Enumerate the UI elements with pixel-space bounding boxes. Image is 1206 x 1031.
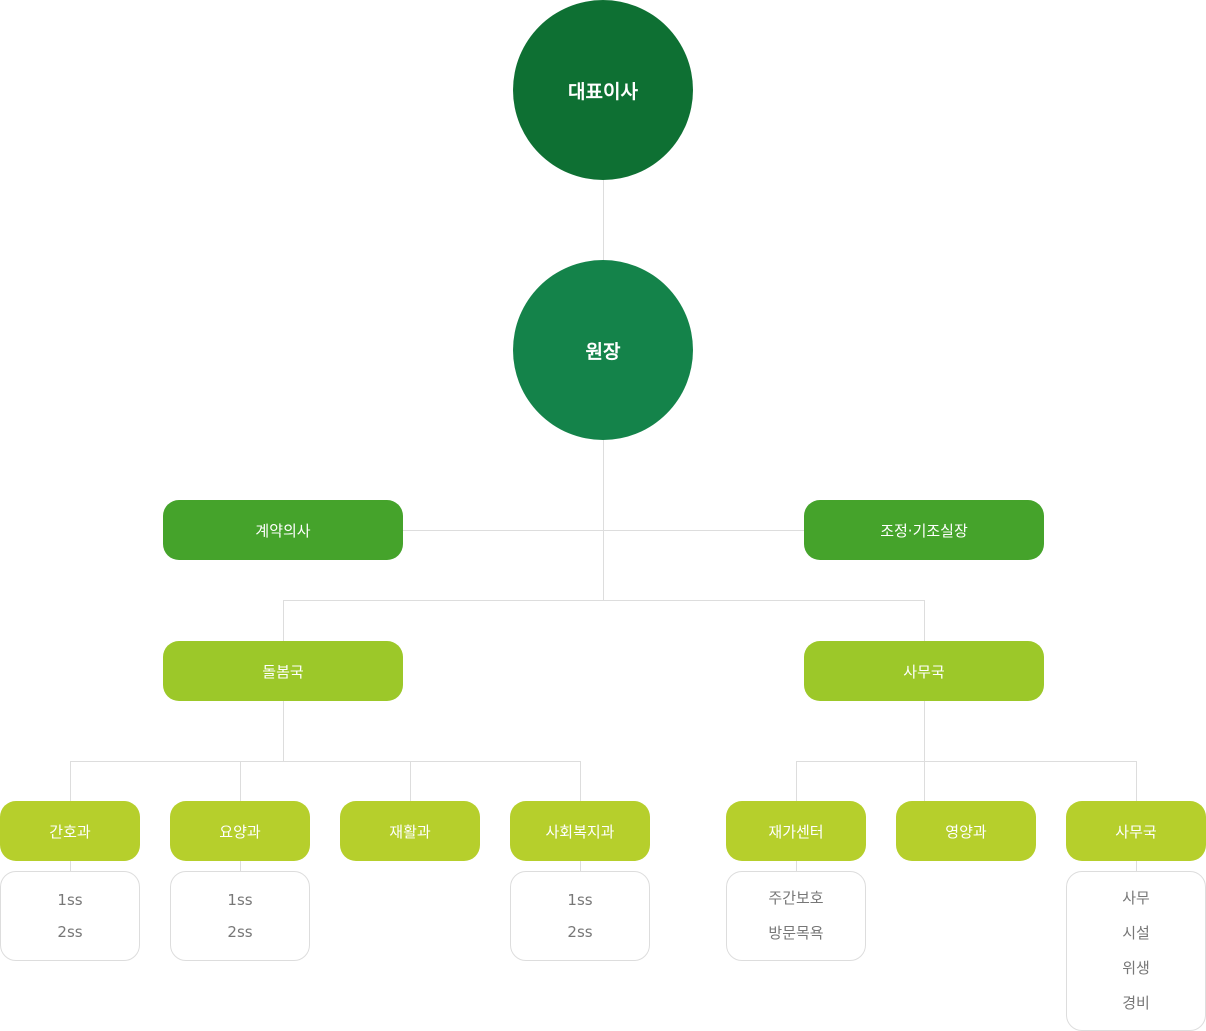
team-label: 간호과 (49, 822, 91, 841)
team-node-nursing: 간호과 (0, 801, 140, 861)
team-label: 영양과 (945, 822, 987, 841)
sub-unit-box-caregiving: 1ss 2ss (170, 871, 310, 961)
connector-line (580, 761, 581, 801)
team-label: 재활과 (389, 822, 431, 841)
contract-doctor-label: 계약의사 (255, 521, 311, 540)
sub-unit-item: 방문목욕 (768, 924, 824, 942)
coordinator-label: 조정·기조실장 (880, 521, 968, 540)
connector-line (403, 530, 804, 531)
contract-doctor-node: 계약의사 (163, 500, 403, 560)
connector-line (796, 761, 1137, 762)
team-label: 사회복지과 (545, 822, 615, 841)
team-node-social-welfare: 사회복지과 (510, 801, 650, 861)
sub-unit-box-nursing: 1ss 2ss (0, 871, 140, 961)
connector-line (796, 861, 797, 872)
admin-department-node: 사무국 (804, 641, 1044, 701)
team-node-caregiving: 요양과 (170, 801, 310, 861)
director-node: 원장 (513, 260, 693, 440)
connector-line (603, 440, 604, 600)
sub-unit-box-social-welfare: 1ss 2ss (510, 871, 650, 961)
team-node-nutrition: 영양과 (896, 801, 1036, 861)
sub-unit-item: 사무 (1122, 889, 1150, 907)
connector-line (924, 600, 925, 641)
connector-line (603, 180, 604, 260)
sub-unit-item: 1ss (567, 891, 593, 909)
connector-line (70, 761, 581, 762)
care-department-node: 돌봄국 (163, 641, 403, 701)
team-label: 재가센터 (768, 822, 824, 841)
sub-unit-item: 2ss (57, 923, 83, 941)
ceo-node: 대표이사 (513, 0, 693, 180)
sub-unit-item: 위생 (1122, 959, 1150, 977)
connector-line (240, 861, 241, 872)
sub-unit-item: 1ss (57, 891, 83, 909)
team-node-office: 사무국 (1066, 801, 1206, 861)
connector-line (70, 761, 71, 801)
connector-line (410, 761, 411, 801)
ceo-label: 대표이사 (568, 80, 638, 103)
sub-unit-item: 2ss (227, 923, 253, 941)
coordinator-node: 조정·기조실장 (804, 500, 1044, 560)
connector-line (283, 701, 284, 761)
sub-unit-item: 주간보호 (768, 889, 824, 907)
team-label: 요양과 (219, 822, 261, 841)
sub-unit-item: 경비 (1122, 994, 1150, 1012)
department-label: 사무국 (903, 662, 945, 681)
connector-line (70, 861, 71, 872)
department-label: 돌봄국 (262, 662, 304, 681)
connector-line (283, 600, 284, 641)
connector-line (283, 600, 925, 601)
sub-unit-box-office: 사무 시설 위생 경비 (1066, 871, 1206, 1031)
sub-unit-item: 2ss (567, 923, 593, 941)
connector-line (240, 761, 241, 801)
team-node-home-care-center: 재가센터 (726, 801, 866, 861)
sub-unit-item: 시설 (1122, 924, 1150, 942)
connector-line (924, 701, 925, 801)
sub-unit-item: 1ss (227, 891, 253, 909)
connector-line (580, 861, 581, 872)
connector-line (1136, 761, 1137, 801)
team-node-rehabilitation: 재활과 (340, 801, 480, 861)
connector-line (1136, 861, 1137, 872)
director-label: 원장 (585, 340, 621, 363)
connector-line (796, 761, 797, 801)
team-label: 사무국 (1115, 822, 1157, 841)
sub-unit-box-home-care-center: 주간보호 방문목욕 (726, 871, 866, 961)
